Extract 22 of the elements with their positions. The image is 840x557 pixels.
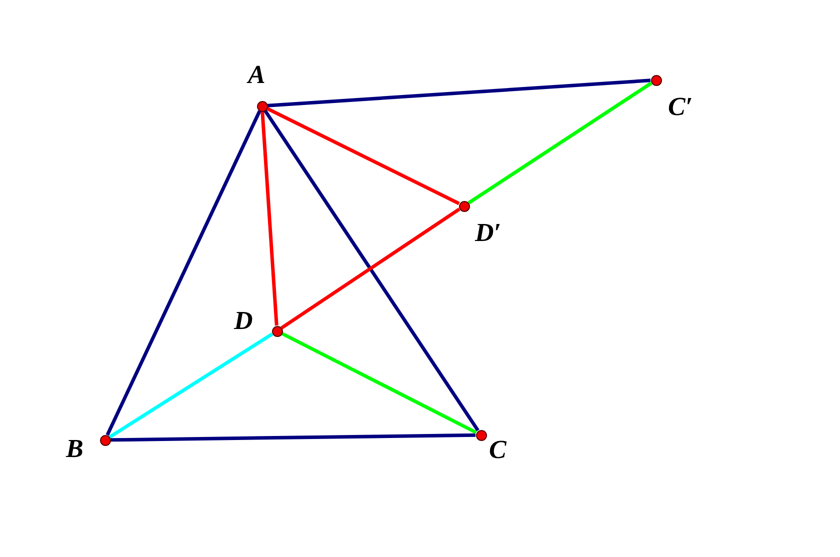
point-marker bbox=[100, 434, 110, 446]
point-label: A bbox=[248, 62, 266, 88]
line-segment bbox=[468, 82, 652, 204]
point-marker bbox=[458, 200, 470, 212]
point-marker bbox=[272, 326, 282, 336]
line-segment bbox=[267, 78, 651, 108]
line-segment bbox=[264, 110, 480, 432]
line-segment bbox=[281, 332, 477, 434]
point-label: B bbox=[66, 436, 84, 462]
point-marker bbox=[476, 430, 486, 440]
point-marker bbox=[256, 100, 268, 112]
line-segment bbox=[108, 332, 274, 439]
point-label: D′ bbox=[475, 220, 502, 246]
point-label: D bbox=[234, 308, 253, 334]
line-segment bbox=[110, 433, 476, 442]
point-marker bbox=[650, 74, 662, 86]
point-label: C′ bbox=[668, 94, 693, 120]
line-segment bbox=[106, 110, 262, 436]
line-segment bbox=[280, 208, 460, 330]
line-segment bbox=[260, 111, 278, 326]
line-segment bbox=[266, 106, 460, 206]
point-label: C bbox=[489, 437, 506, 463]
